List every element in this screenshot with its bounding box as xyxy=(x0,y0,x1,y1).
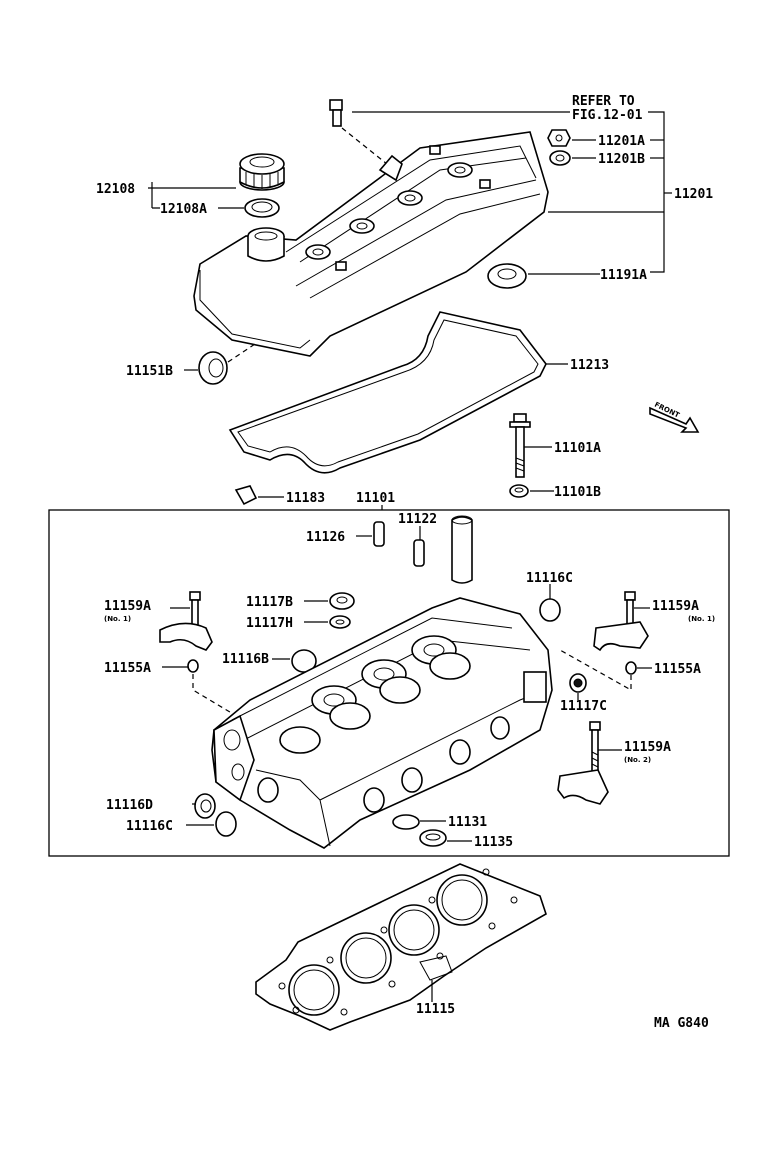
label-11135: 11135 xyxy=(474,835,513,850)
front-arrow-icon: FRONT xyxy=(649,401,700,433)
label-11151B: 11151B xyxy=(126,364,173,379)
cap-11117B-part xyxy=(329,592,355,610)
bearing-cap-no2-part xyxy=(557,769,609,805)
label-11115: 11115 xyxy=(416,1002,455,1017)
label-11116C-bottom: 11116C xyxy=(126,819,173,834)
label-11201B: 11201B xyxy=(598,152,645,167)
cylinder-head-cover-part xyxy=(193,131,549,357)
label-11183: 11183 xyxy=(286,491,325,506)
label-11213: 11213 xyxy=(570,358,609,373)
drawing-code: MA G840 xyxy=(654,1016,709,1031)
label-11201A: 11201A xyxy=(598,134,645,149)
seal-11135-part xyxy=(419,829,447,847)
label-11122: 11122 xyxy=(398,512,437,527)
seal-11116D-part xyxy=(194,793,216,819)
head-gasket-11115-part xyxy=(255,863,547,1031)
cap-gasket-12108A-part xyxy=(244,198,280,218)
dowel-11126-part xyxy=(373,521,385,547)
plug-11116C-bottom-part xyxy=(215,811,237,837)
grommet-11191A-part xyxy=(487,263,527,289)
valve-guide-11122-part xyxy=(451,515,473,584)
label-11155A-left: 11155A xyxy=(104,661,151,676)
label-11191A: 11191A xyxy=(600,268,647,283)
label-11117H: 11117H xyxy=(246,616,293,631)
cylinder-head-block-part xyxy=(211,597,553,849)
label-11159A-no2-note: (No. 2) xyxy=(624,756,651,764)
seal-11131-part xyxy=(392,814,420,830)
washer-11201B-part xyxy=(549,150,571,166)
plug-11183-part xyxy=(234,485,258,506)
bolt-11159A-right-part xyxy=(624,591,636,627)
label-11155A-right: 11155A xyxy=(654,662,701,677)
label-11116C-top: 11116C xyxy=(526,571,573,586)
label-11116B: 11116B xyxy=(222,652,269,667)
label-11126: 11126 xyxy=(306,530,345,545)
pin-11155A-right-part xyxy=(625,661,637,675)
bearing-cap-left-part xyxy=(159,622,213,651)
label-11101A: 11101A xyxy=(554,441,601,456)
bolt-11159A-left-part xyxy=(189,591,201,627)
bolt-11159A-no2-part xyxy=(589,721,601,777)
label-11101B: 11101B xyxy=(554,485,601,500)
pin-11155A-left-part xyxy=(187,659,199,673)
nut-11201A-part xyxy=(547,129,571,147)
label-11159A-no2: 11159A xyxy=(624,740,671,755)
label-11159A-left-note: (No. 1) xyxy=(104,615,131,623)
oil-filler-cap-part xyxy=(239,153,285,191)
plug-11117C-part xyxy=(569,673,587,693)
label-11131: 11131 xyxy=(448,815,487,830)
bearing-cap-right-part xyxy=(593,621,649,652)
label-11116D: 11116D xyxy=(106,798,153,813)
label-11117C: 11117C xyxy=(560,699,607,714)
cover-gasket-11213-part xyxy=(228,311,547,474)
label-12108: 12108 xyxy=(96,182,135,197)
label-12108A: 12108A xyxy=(160,202,207,217)
washer-11101B-part xyxy=(509,484,529,498)
pin-11122-part xyxy=(413,539,425,567)
seal-11151B-part xyxy=(198,341,259,385)
bolt-11101A-part xyxy=(509,413,531,478)
plug-11116C-top-part xyxy=(539,598,561,622)
label-11101: 11101 xyxy=(356,491,395,506)
label-11159A-right-note: (No. 1) xyxy=(688,615,715,623)
cylinder-head-frame xyxy=(48,509,730,857)
refer-fig-text: FIG.12-01 xyxy=(572,108,643,123)
refer-to-text: REFER TO xyxy=(572,94,635,109)
label-11159A-left: 11159A xyxy=(104,599,151,614)
label-11159A-right: 11159A xyxy=(652,599,699,614)
washer-11117H-part xyxy=(329,615,351,629)
bracket-11201 xyxy=(648,111,665,273)
label-11201: 11201 xyxy=(674,187,713,202)
vent-plug-part xyxy=(329,99,393,169)
label-11117B: 11117B xyxy=(246,595,293,610)
